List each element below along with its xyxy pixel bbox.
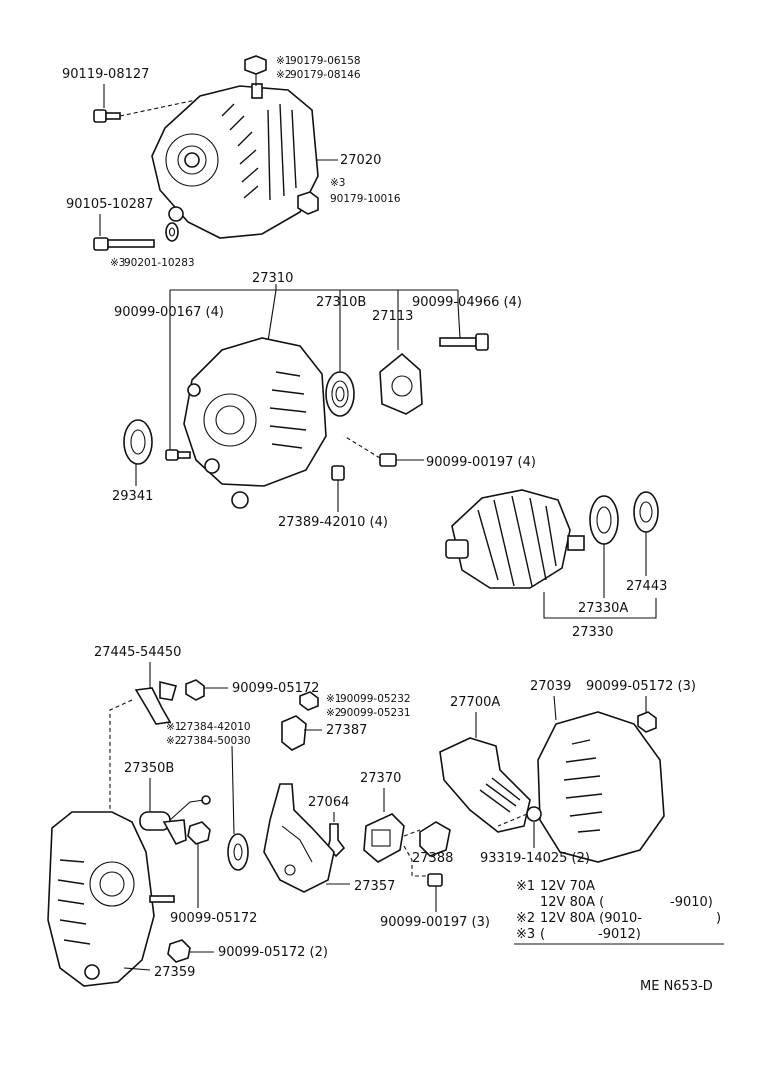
mark-3-top: ※3 (330, 177, 345, 189)
seal-29341 (123, 419, 153, 465)
label-27350B: 27350B (124, 761, 174, 776)
label-90099-00197-3: 90099-00197 (3) (380, 915, 490, 930)
nut-90099-05172-mid (187, 821, 211, 845)
label-90099-05172-3: 90099-05172 (3) (586, 679, 696, 694)
label-29341: 29341 (112, 489, 153, 504)
label-90201-10283: 90201-10283 (124, 257, 195, 269)
screw-90099-00197-4 (343, 435, 397, 467)
drive-end-frame (183, 337, 327, 509)
mark-2-bottom: ※2 (326, 707, 341, 719)
label-27384-42010: 27384-42010 (180, 721, 251, 733)
label-27387: 27387 (326, 723, 367, 738)
label-27330A: 27330A (578, 601, 628, 616)
drawing-code: ME N653-D (640, 979, 713, 994)
insulator-27384 (227, 833, 249, 871)
note-3-mark: ※3 (516, 927, 535, 942)
nut-90099-05172-3 (637, 711, 657, 733)
mark-1-insulator: ※1 (166, 721, 181, 733)
rotor-assembly (445, 489, 585, 589)
label-27388: 27388 (412, 851, 453, 866)
rectifier-end-frame-27359 (47, 811, 175, 987)
label-27389-42010: 27389-42010 (4) (278, 515, 388, 530)
label-90099-05172-mid: 90099-05172 (170, 911, 257, 926)
cover-27443 (633, 491, 659, 533)
condenser-27350B (139, 795, 211, 846)
mark-3-washer: ※3 (110, 257, 125, 269)
label-27039: 27039 (530, 679, 571, 694)
rectifier-holder-27357 (263, 783, 335, 893)
label-90099-05231: 90099-05231 (340, 707, 411, 719)
label-90099-05172-2: 90099-05172 (2) (218, 945, 328, 960)
bearing-27310B (325, 371, 355, 417)
bearing-27330A (589, 495, 619, 545)
retainer-plate-27113 (379, 352, 423, 415)
label-27384-50030: 27384-50030 (180, 735, 251, 747)
label-90099-05232: 90099-05232 (340, 693, 411, 705)
alternator-assembly (151, 83, 319, 239)
label-27310: 27310 (252, 271, 293, 286)
screw-90099-00167 (165, 449, 191, 461)
label-27445-54450: 27445-54450 (94, 645, 181, 660)
washer-93319-14025 (497, 806, 542, 827)
note-1-mark: ※1 (516, 879, 535, 894)
terminal-27064 (327, 823, 346, 858)
note-3-line-a-end: -9012) (598, 927, 641, 942)
label-90099-00197-4: 90099-00197 (4) (426, 455, 536, 470)
brush-holder-27370 (363, 813, 405, 863)
note-1-line-b-end: -9010) (670, 895, 713, 910)
label-27357: 27357 (354, 879, 395, 894)
cover-27388 (419, 821, 451, 857)
label-90119-08127: 90119-08127 (62, 67, 149, 82)
label-27310B: 27310B (316, 295, 366, 310)
mark-1-top: ※1 (276, 55, 291, 67)
note-2-line-a: 12V 80A (9010- (540, 911, 642, 926)
label-90099-05172-top: 90099-05172 (232, 681, 319, 696)
regulator-27700A (439, 737, 531, 833)
screw-90099-04966 (439, 333, 489, 351)
label-27370: 27370 (360, 771, 401, 786)
label-27359: 27359 (154, 965, 195, 980)
label-27020: 27020 (340, 153, 381, 168)
bolt-90119-08127 (93, 99, 197, 123)
label-27700A: 27700A (450, 695, 500, 710)
collar-27389-42010 (331, 465, 345, 481)
nut-90179-top (244, 55, 267, 86)
nut-90099-05232 (299, 691, 319, 711)
label-90179-08146: 90179-08146 (290, 69, 361, 81)
label-27330: 27330 (572, 625, 613, 640)
label-90099-00167: 90099-00167 (4) (114, 305, 224, 320)
rear-cover-27039 (537, 711, 665, 863)
label-90179-10016: 90179-10016 (330, 193, 401, 205)
mark-1-bottom: ※1 (326, 693, 341, 705)
washer-90201-10283 (165, 222, 179, 242)
note-2-line-a-end: ) (716, 911, 721, 926)
note-2-mark: ※2 (516, 911, 535, 926)
label-90179-06158: 90179-06158 (290, 55, 361, 67)
label-27113: 27113 (372, 309, 413, 324)
mark-2-top: ※2 (276, 69, 291, 81)
nut-90099-05172-2 (167, 939, 191, 963)
mark-2-insulator: ※2 (166, 735, 181, 747)
note-1-line-b: 12V 80A ( (540, 895, 604, 910)
variant-notes: ※1 12V 70A 12V 80A ( -9010) ※2 12V 80A (… (514, 879, 724, 945)
label-27443: 27443 (626, 579, 667, 594)
nut-90099-05172-top (185, 679, 205, 701)
insulator-27387 (281, 715, 307, 751)
label-90099-04966: 90099-04966 (4) (412, 295, 522, 310)
note-1-line-a: 12V 70A (540, 879, 595, 894)
terminal-27445-54450 (134, 680, 177, 725)
bolt-90105-10287 (93, 237, 155, 251)
label-93319-14025: 93319-14025 (2) (480, 851, 590, 866)
label-27064: 27064 (308, 795, 349, 810)
note-3-line-a: ( (540, 927, 545, 942)
label-90105-10287: 90105-10287 (66, 197, 153, 212)
screw-90099-00197-3 (427, 873, 443, 887)
nut-90179-10016 (297, 191, 319, 215)
